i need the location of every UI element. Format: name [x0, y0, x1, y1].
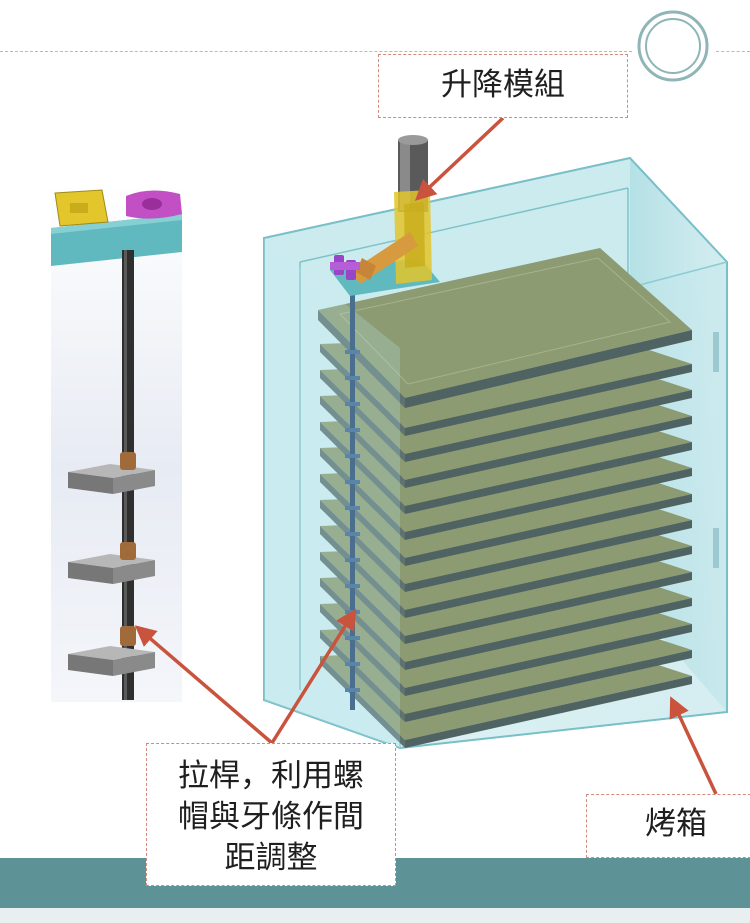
arrow-to-oven — [669, 696, 718, 795]
pull-rod-label: 拉桿，利用螺 帽與牙條作間 距調整 — [146, 743, 396, 886]
arrow-to-lift-module — [414, 116, 505, 201]
oven-label: 烤箱 — [586, 794, 750, 858]
footer-strip — [0, 908, 750, 923]
callout-arrows — [134, 116, 718, 795]
pull-rod-detail-panel — [51, 182, 182, 702]
arrow-to-left-rod — [134, 625, 274, 745]
tray-stack — [318, 248, 692, 748]
header-dashed-line-left — [0, 51, 632, 52]
double-circle-icon — [637, 10, 709, 82]
oven-front-glass — [264, 238, 400, 748]
arrow-to-oven-rod — [270, 608, 357, 744]
lift-module-label: 升降模組 — [378, 54, 628, 118]
pull-rod-detail — [51, 189, 182, 700]
header-dashed-line-right — [716, 51, 750, 52]
